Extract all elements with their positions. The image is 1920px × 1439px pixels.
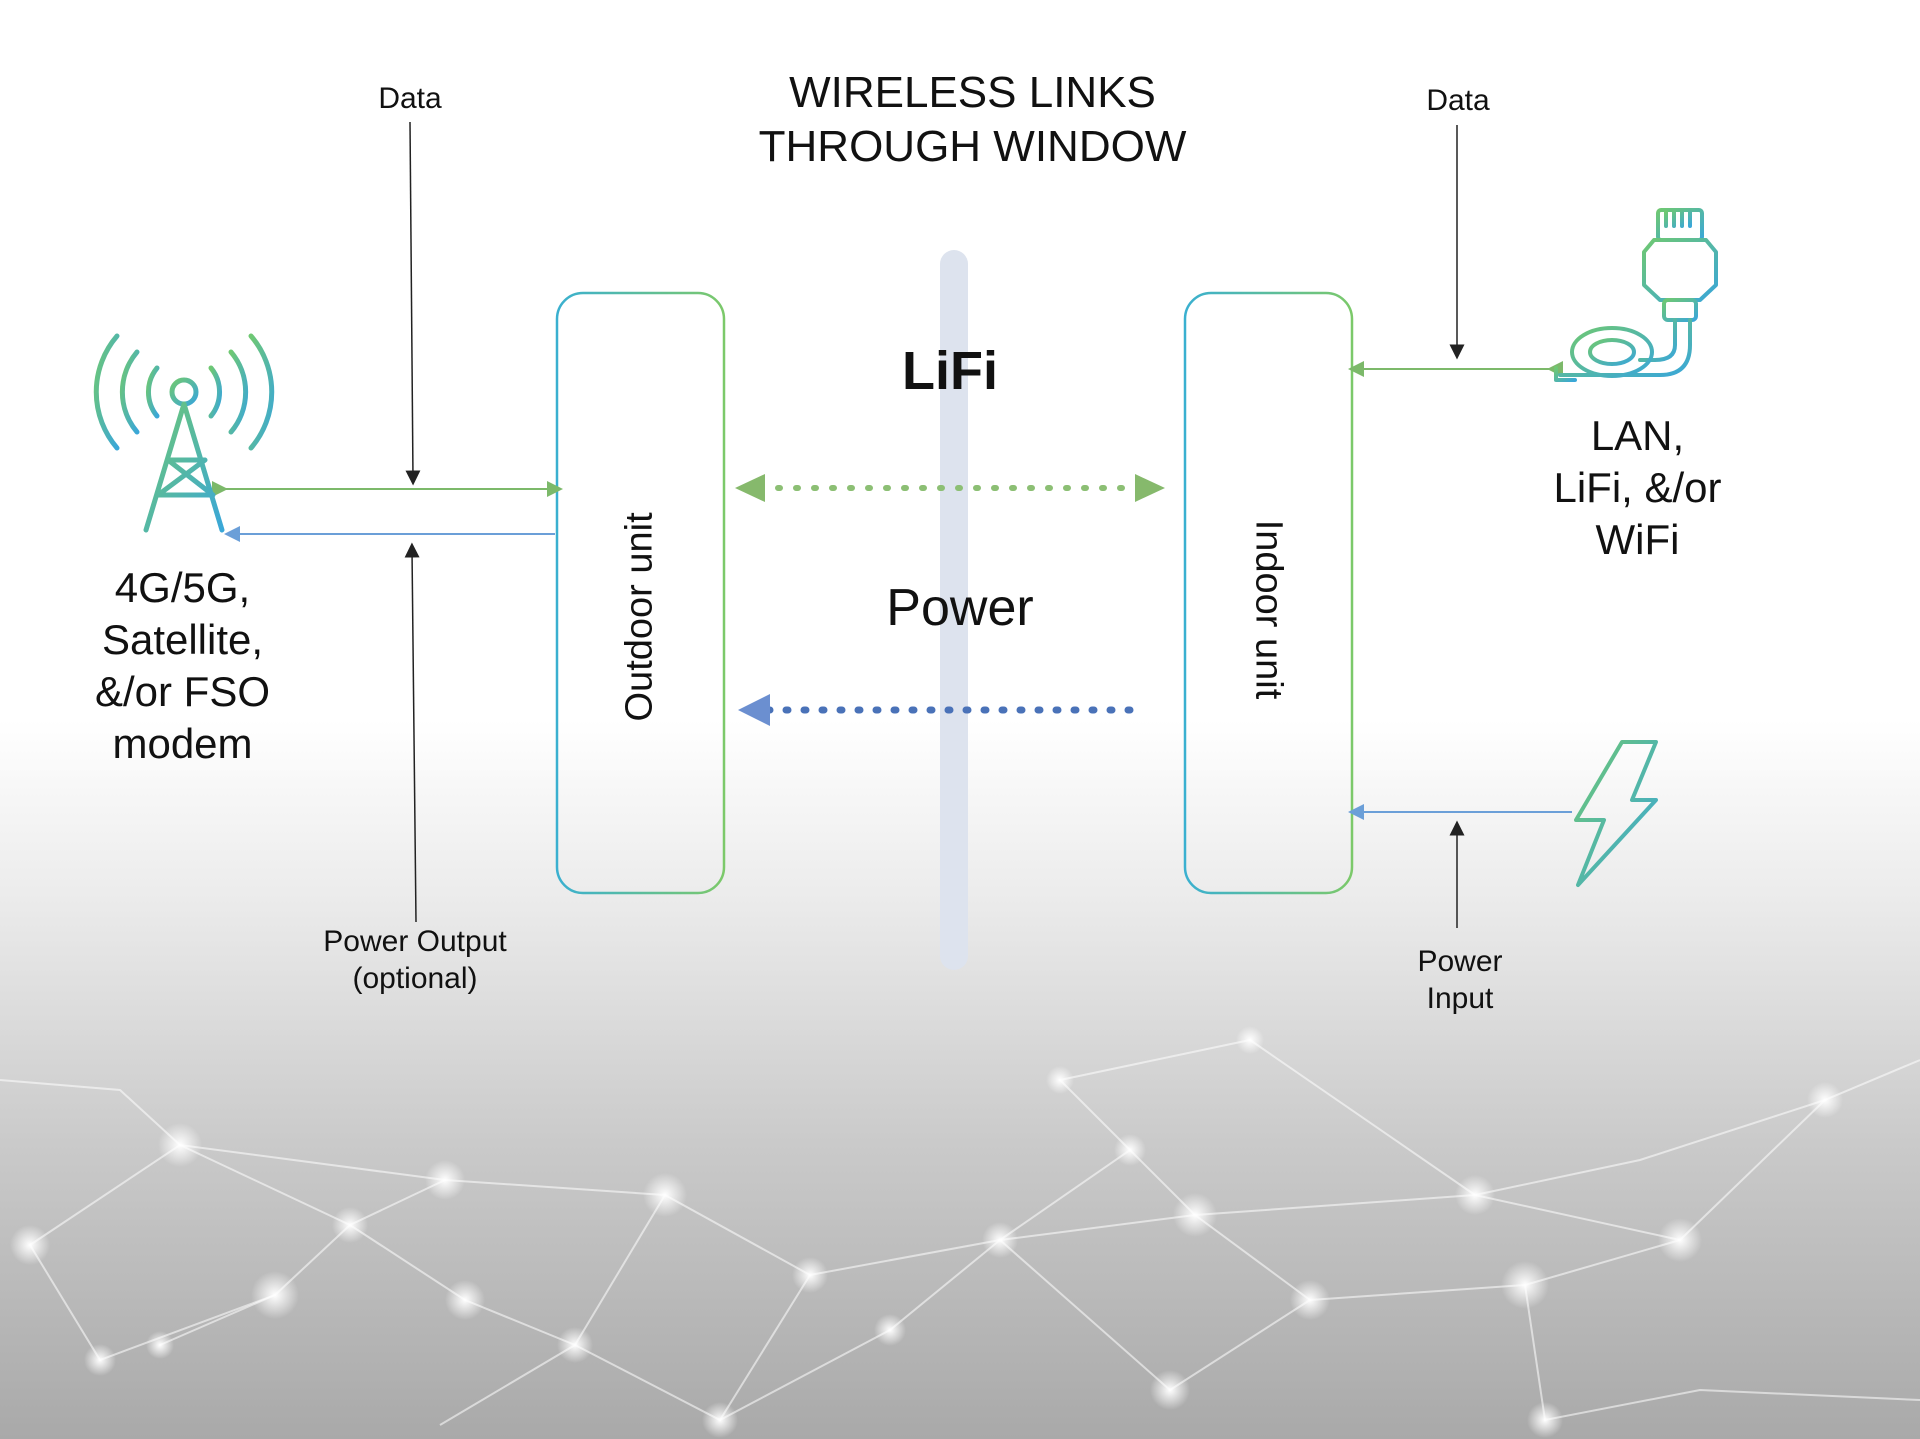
power-output-label: Power Output (optional) — [323, 925, 507, 995]
lightning-bolt-icon — [1574, 740, 1658, 887]
data-left-pointer — [405, 121, 421, 486]
ethernet-cable-icon — [1554, 208, 1718, 382]
modem-label: 4G/5G, Satellite, &/or FSO modem — [94, 564, 271, 767]
power-output-pointer — [404, 542, 420, 923]
power-arrowhead-left — [738, 694, 770, 726]
cell-tower-icon — [93, 333, 275, 533]
power-input-label: Power Input — [1417, 945, 1503, 1015]
power-label: Power — [886, 579, 1034, 637]
indoor-unit-box — [1183, 291, 1354, 895]
lifi-arrowhead-left — [735, 474, 765, 502]
outdoor-unit-box — [555, 291, 726, 895]
indoor-unit-label: Indoor unit — [1247, 519, 1290, 700]
lifi-label: LiFi — [902, 341, 998, 401]
outdoor-unit-label: Outdoor unit — [618, 512, 661, 722]
window-pane — [940, 250, 968, 970]
data-right-label: Data — [1426, 84, 1490, 117]
diagram-title: WIRELESS LINKS THROUGH WINDOW — [758, 68, 1187, 171]
lifi-arrowhead-right — [1135, 474, 1165, 502]
data-left-label: Data — [378, 82, 442, 115]
lan-label: LAN, LiFi, &/or WiFi — [1553, 412, 1722, 563]
